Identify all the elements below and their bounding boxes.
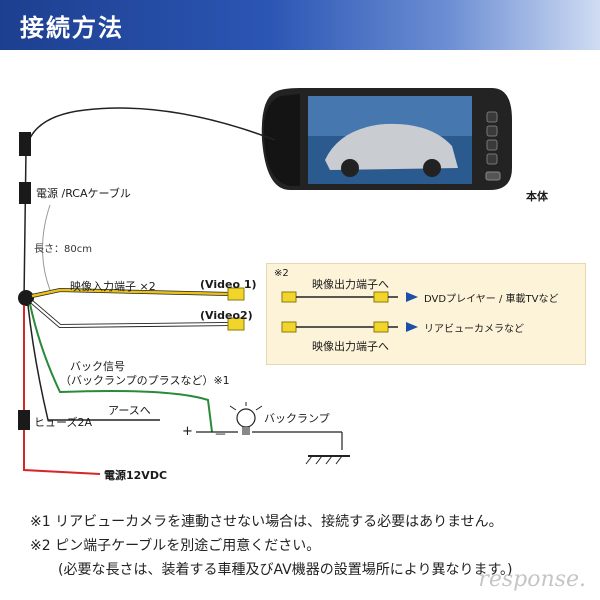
note-box bbox=[266, 263, 586, 365]
header-bar: 接続方法 bbox=[0, 0, 600, 50]
arrow-right-icon bbox=[406, 322, 418, 332]
monitor-button-m bbox=[486, 111, 498, 123]
arrow-right-icon bbox=[406, 292, 418, 302]
video2-connector bbox=[227, 317, 245, 331]
footer-note-2: ※2 ピン端子ケーブルを別途ご用意ください。 bbox=[30, 538, 321, 554]
dvd-label: DVDプレイヤー / 車載TVなど bbox=[424, 294, 559, 305]
camera-cable bbox=[281, 321, 398, 333]
rear-camera-label: リアビューカメラなど bbox=[424, 324, 524, 335]
fuse-label: ヒューズ2A bbox=[34, 416, 92, 429]
video1-wire bbox=[31, 288, 231, 298]
main-body-label: 本体 bbox=[526, 190, 548, 203]
fuse-holder bbox=[18, 410, 30, 430]
monitor-button-power bbox=[486, 153, 498, 165]
watermark-logo: response. bbox=[478, 567, 586, 592]
video-output-bottom-label: 映像出力端子へ bbox=[312, 340, 389, 353]
back-lamp-icon bbox=[196, 402, 343, 450]
video-output-top-label: 映像出力端子へ bbox=[312, 278, 389, 291]
car-image bbox=[325, 123, 458, 170]
ground-wire bbox=[27, 304, 160, 421]
minus-label: － bbox=[214, 428, 228, 443]
dvd-cable bbox=[281, 291, 398, 303]
video1-connector bbox=[227, 287, 245, 301]
power-label: 電源12VDC bbox=[104, 469, 168, 482]
footer-note-2-sub: (必要な長さは、装着する車種及びAV機器の設置場所により異なります。) bbox=[58, 562, 513, 578]
to-ground-label: アースへ bbox=[108, 404, 151, 417]
ground-symbol-icon bbox=[305, 455, 350, 465]
cable-junction bbox=[18, 290, 34, 306]
main-cable bbox=[23, 107, 276, 301]
back-signal-wire bbox=[29, 303, 213, 433]
footer-note-1: ※1 リアビューカメラを連動させない場合は、接続する必要はありません。 bbox=[30, 514, 503, 530]
length-bracket bbox=[42, 204, 51, 291]
cable-connector bbox=[19, 132, 31, 156]
video2-label: (Video2) bbox=[200, 309, 253, 322]
video2-wire bbox=[31, 301, 231, 328]
page-title: 接続方法 bbox=[20, 14, 124, 42]
length-label: 長さ：80cm bbox=[34, 244, 92, 255]
mirror-monitor bbox=[261, 88, 512, 190]
back-signal-sub-label: （バックランプのプラスなど）※1 bbox=[60, 374, 230, 387]
power-wire bbox=[23, 305, 101, 475]
video-input-label: 映像入力端子 ×2 bbox=[70, 280, 156, 293]
power-rca-cable-label: 電源 /RCAケーブル bbox=[36, 187, 131, 200]
monitor-button-up bbox=[486, 125, 498, 137]
back-lamp-label: バックランプ bbox=[264, 412, 330, 425]
monitor-button-down bbox=[486, 139, 498, 151]
cable-connector-2 bbox=[19, 182, 31, 204]
note-box-marker: ※2 bbox=[274, 268, 289, 279]
plus-label: + bbox=[182, 424, 193, 439]
footer-notes: ※1 リアビューカメラを連動させない場合は、接続する必要はありません。 ※2 ピ… bbox=[30, 510, 513, 582]
back-signal-label: バック信号 bbox=[70, 360, 125, 373]
video1-label: (Video 1) bbox=[200, 278, 257, 291]
